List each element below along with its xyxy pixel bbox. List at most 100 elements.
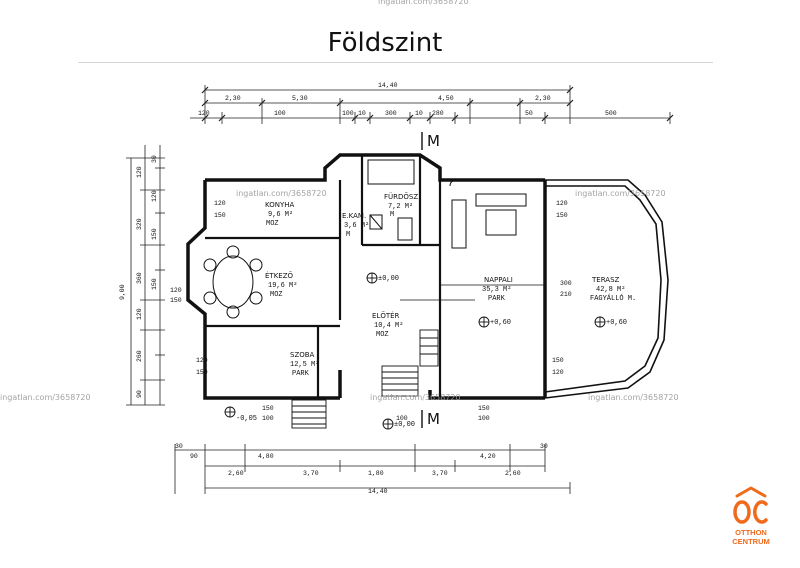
svg-text:M: M [346, 231, 350, 239]
dim-top-row2-i: 500 [605, 110, 617, 117]
svg-text:9,6 M²: 9,6 M² [268, 211, 293, 219]
bathroom-fixtures [367, 159, 415, 241]
top-dimension-ticks [201, 86, 674, 122]
bottom-dimensions [174, 444, 571, 494]
oc-logo-icon [733, 486, 768, 524]
room-nappali: NAPPALI 35,3 M² PARK [482, 276, 513, 303]
brand-name: OTTHON CENTRUM [724, 528, 778, 546]
dim-inner-g: 150 [552, 357, 564, 364]
dim-inner-j: 210 [560, 291, 572, 298]
svg-text:MOZ: MOZ [376, 331, 389, 339]
page-title: Földszint [327, 28, 443, 58]
svg-text:E.KAM.: E.KAM. [342, 212, 366, 220]
dim-top-row2-d: 10 [358, 110, 366, 117]
svg-text:SZOBA: SZOBA [290, 351, 315, 359]
svg-text:PARK: PARK [292, 370, 310, 378]
dim-bottom-row2-e: 2,60 [505, 470, 521, 477]
dim-left-col3-b: 120 [151, 190, 158, 202]
level-markers [224, 272, 606, 430]
svg-text:ELŐTÉR: ELŐTÉR [372, 311, 400, 320]
level-terasz: +0,60 [606, 319, 627, 327]
dim-top-row2-f: 10 [415, 110, 423, 117]
dim-top-row1-b: 5,30 [292, 95, 308, 102]
room-terasz: TERASZ 42,8 M² FAGYÁLLÓ M. [590, 276, 636, 303]
svg-text:KONYHA: KONYHA [265, 201, 294, 209]
level-door: ±0,00 [394, 421, 415, 429]
dim-bottom-a: 30 [175, 443, 183, 450]
watermark-5: ingatlan.com/3658720 [588, 393, 679, 402]
room-eloter: ELŐTÉR 10,4 M² MOZ [372, 311, 403, 339]
dim-top-row2-c: 100 [342, 110, 354, 117]
dim-top-row1-d: 2,30 [535, 95, 551, 102]
dim-bottom-total: 14,40 [368, 488, 388, 495]
dim-inner-h: 120 [552, 369, 564, 376]
dim-bottom-row2-a: 2,60 [228, 470, 244, 477]
watermark-3: ingatlan.com/3658720 [0, 393, 91, 402]
dim-left-total: 9,00 [119, 284, 126, 300]
dim-left-col3-a: 30 [151, 155, 158, 163]
section-lines [400, 132, 545, 428]
dim-left-col3-d: 150 [151, 278, 158, 290]
dim-top-row2-h: 50 [525, 110, 533, 117]
level-entrance: -0,05 [236, 415, 257, 423]
dim-left-c: 360 [136, 272, 143, 284]
dim-left-a: 120 [136, 166, 143, 178]
room-furdo: FÜRDŐSZ 7,2 M² M [384, 192, 418, 219]
dim-inner-p: 120 [170, 287, 182, 294]
svg-text:MOZ: MOZ [270, 291, 283, 299]
svg-text:19,6 M²: 19,6 M² [268, 282, 297, 290]
section-mark-bottom: M [427, 410, 440, 428]
inner-walls [205, 155, 442, 398]
left-dimensions [126, 145, 165, 406]
dim-top-row1-c: 4,50 [438, 95, 454, 102]
svg-text:MOZ: MOZ [266, 220, 279, 228]
dim-top-row2-e: 300 [385, 110, 397, 117]
dim-inner-m: 150 [478, 405, 490, 412]
dim-bottom-row2-c: 1,80 [368, 470, 384, 477]
title-divider [78, 62, 713, 63]
dim-left-d: 120 [136, 308, 143, 320]
svg-text:35,3 M²: 35,3 M² [482, 286, 511, 294]
dim-inner-n: 100 [478, 415, 490, 422]
dim-inner-d: 150 [556, 212, 568, 219]
svg-text:42,8 M²: 42,8 M² [596, 286, 625, 294]
terrace-outline [544, 179, 669, 399]
section-mark-top: M [427, 132, 440, 150]
dim-left-col3-c: 150 [151, 228, 158, 240]
svg-text:FÜRDŐSZ: FÜRDŐSZ [384, 192, 418, 201]
dim-inner-k: 150 [262, 405, 274, 412]
dim-inner-q: 150 [170, 297, 182, 304]
dim-top-row2-b: 100 [274, 110, 286, 117]
room-konyha: KONYHA 9,6 M² MOZ [265, 201, 294, 228]
svg-text:NAPPALI: NAPPALI [484, 276, 513, 284]
svg-text:10,4 M²: 10,4 M² [374, 322, 403, 330]
svg-text:PARK: PARK [488, 295, 506, 303]
svg-text:12,5 M²: 12,5 M² [290, 361, 319, 369]
svg-text:3,6 M²: 3,6 M² [344, 222, 369, 230]
watermark-4: ingatlan.com/3658720 [370, 393, 461, 402]
dim-top-total: 14,40 [378, 82, 398, 89]
dim-top-row1-a: 2,30 [225, 95, 241, 102]
dim-bottom-row2-d: 3,70 [432, 470, 448, 477]
svg-text:7,2 M²: 7,2 M² [388, 203, 413, 211]
entrance-stairs [291, 329, 439, 429]
dim-bottom-row2-b: 3,70 [303, 470, 319, 477]
svg-text:M: M [390, 211, 394, 219]
room-szoba: SZOBA 12,5 M² PARK [290, 351, 319, 378]
svg-text:TERASZ: TERASZ [591, 276, 620, 284]
otthon-centrum-logo: OTTHON CENTRUM [728, 486, 774, 556]
dim-inner-f: 150 [196, 369, 208, 376]
dim-inner-b: 150 [214, 212, 226, 219]
living-furniture [449, 179, 527, 249]
room-ekamra: E.KAM. 3,6 M² M [342, 212, 369, 239]
dim-bottom-c: 4,80 [258, 453, 274, 460]
svg-text:ÉTKEZŐ: ÉTKEZŐ [265, 271, 294, 280]
dim-bottom-b: 90 [190, 453, 198, 460]
dim-left-f: 90 [136, 390, 143, 398]
dim-inner-c: 120 [556, 200, 568, 207]
level-nappali: +0,60 [490, 319, 511, 327]
dim-inner-i: 300 [560, 280, 572, 287]
dim-inner-a: 120 [214, 200, 226, 207]
brand-line-2: CENTRUM [732, 537, 770, 546]
